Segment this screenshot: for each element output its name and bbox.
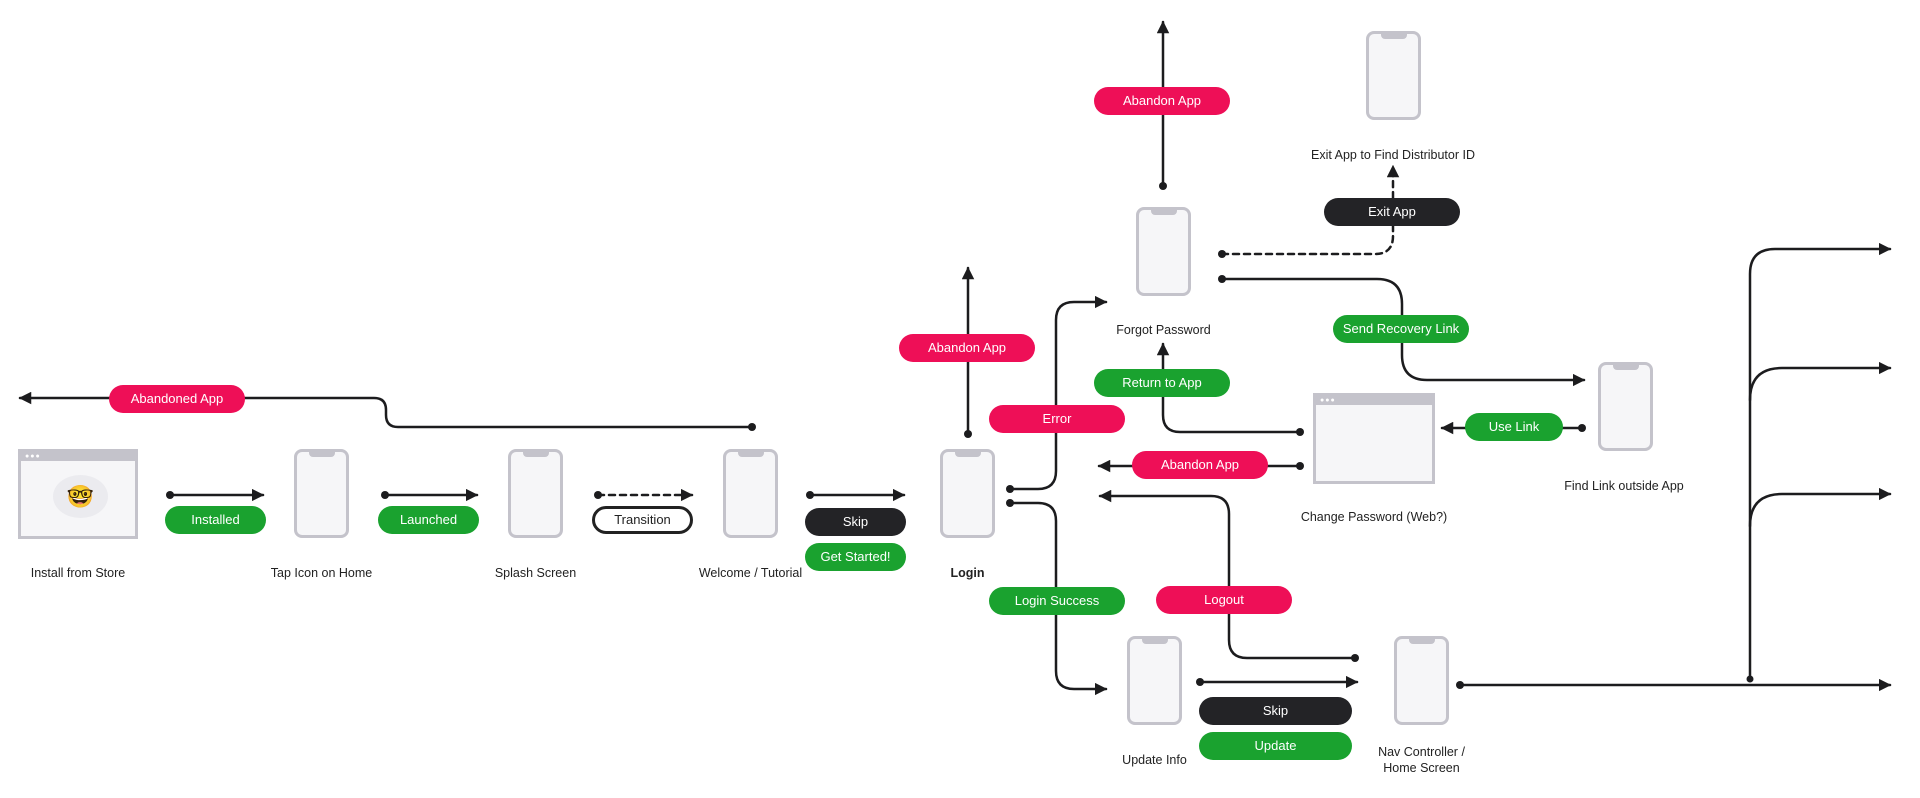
pill-abandon-app-change[interactable]: Abandon App: [1132, 451, 1268, 479]
phone-notch-icon: [522, 451, 549, 457]
screen-label-install: Install from Store: [30, 566, 126, 580]
nav-branch-junction: [1746, 675, 1754, 683]
phone-nav-controller: [1394, 636, 1449, 725]
phone-splash: [508, 449, 563, 538]
phone-notch-icon: [308, 451, 335, 457]
phone-tap-icon: [294, 449, 349, 538]
phone-welcome: [723, 449, 778, 538]
screen-label-nav-controller: Nav Controller / Home Screen: [1378, 745, 1465, 775]
pill-return-to-app[interactable]: Return to App: [1094, 369, 1230, 397]
pill-skip-update[interactable]: Skip: [1199, 697, 1352, 725]
pill-abandon-app-forgot[interactable]: Abandon App: [1094, 87, 1230, 115]
pill-transition[interactable]: Transition: [592, 506, 693, 534]
pill-send-recovery-link[interactable]: Send Recovery Link: [1333, 315, 1469, 343]
phone-login: [940, 449, 995, 538]
phone-notch-icon: [1141, 638, 1168, 644]
phone-forgot-password: [1136, 207, 1191, 296]
connector-nav-branch-1: [1748, 242, 1892, 682]
connector-nav-branch-3: [1748, 487, 1892, 528]
change-password-window: ●●●: [1313, 393, 1435, 484]
phone-exit-find-id: [1366, 31, 1421, 120]
nerd-face-emoji-icon: 🤓: [53, 475, 108, 518]
connector-abandoned-app: [18, 391, 757, 432]
phone-notch-icon: [954, 451, 981, 457]
pill-update[interactable]: Update: [1199, 732, 1352, 760]
connector-logout: [1098, 489, 1360, 663]
phone-notch-icon: [1150, 209, 1177, 215]
window-title-bar: ●●●: [21, 452, 135, 461]
pill-abandoned-app[interactable]: Abandoned App: [109, 385, 245, 413]
screen-label-login: Login: [950, 566, 985, 580]
window-dots-icon: ●●●: [25, 453, 41, 460]
phone-find-link: [1598, 362, 1653, 451]
pill-launched[interactable]: Launched: [378, 506, 479, 534]
pill-use-link[interactable]: Use Link: [1465, 413, 1563, 441]
phone-notch-icon: [1408, 638, 1435, 644]
screen-label-update-info: Update Info: [1122, 753, 1187, 767]
phone-notch-icon: [1380, 33, 1407, 39]
connector-nav-branch-2: [1748, 361, 1892, 402]
screen-label-welcome: Welcome / Tutorial: [698, 566, 803, 580]
pill-logout[interactable]: Logout: [1156, 586, 1292, 614]
screen-label-forgot-password: Forgot Password: [1116, 323, 1211, 337]
screen-label-exit-find-id: Exit App to Find Distributor ID: [1311, 148, 1475, 162]
connector-error: [1005, 295, 1108, 494]
phone-notch-icon: [737, 451, 764, 457]
phone-update-info: [1127, 636, 1182, 725]
pill-error[interactable]: Error: [989, 405, 1125, 433]
pill-installed[interactable]: Installed: [165, 506, 266, 534]
pill-get-started[interactable]: Get Started!: [805, 543, 906, 571]
screen-label-splash: Splash Screen: [494, 566, 577, 580]
connector-return-to-app: [1156, 342, 1305, 437]
connector-exit-app: [1217, 164, 1400, 259]
pill-abandon-app-login[interactable]: Abandon App: [899, 334, 1035, 362]
pill-login-success[interactable]: Login Success: [989, 587, 1125, 615]
install-store-window: ●●● 🤓: [18, 449, 138, 539]
window-title-bar: ●●●: [1316, 396, 1432, 405]
pill-exit-app[interactable]: Exit App: [1324, 198, 1460, 226]
screen-label-find-link: Find Link outside App: [1564, 479, 1684, 493]
pill-skip-welcome[interactable]: Skip: [805, 508, 906, 536]
screen-label-change-password: Change Password (Web?): [1300, 510, 1448, 524]
screen-label-tap-icon: Tap Icon on Home: [270, 566, 373, 580]
window-dots-icon: ●●●: [1320, 397, 1336, 404]
phone-notch-icon: [1612, 364, 1639, 370]
